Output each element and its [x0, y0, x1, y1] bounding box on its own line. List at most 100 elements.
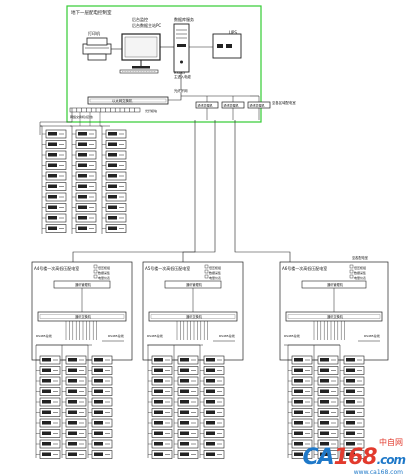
meter-device: [45, 224, 67, 233]
meter-screen: [294, 379, 303, 383]
meter-screen: [294, 410, 303, 414]
meter-device: [343, 376, 365, 386]
meter-device: [45, 140, 67, 149]
meter-screen: [154, 358, 163, 362]
switch-inner: [150, 314, 236, 319]
bus-label-left: RS485总线: [36, 333, 52, 338]
meter-screen: [346, 389, 355, 393]
meter-device: [177, 429, 199, 438]
meter-device: [75, 182, 97, 191]
meter-screen: [78, 174, 87, 178]
meter-screen: [48, 174, 57, 178]
switch-caption: 网络交换机(接线): [70, 114, 93, 119]
meter-device: [177, 418, 199, 428]
meter-screen: [42, 379, 51, 383]
meter-device: [65, 450, 87, 459]
meter-device: [291, 408, 313, 417]
meter-device: [45, 213, 67, 223]
meter-device: [343, 397, 365, 407]
substation-side-label: 数据采集: [354, 270, 366, 275]
server-label: 数据库服务: [174, 16, 194, 22]
meter-device: [177, 355, 199, 365]
meter-screen: [180, 368, 189, 372]
meter-screen: [78, 142, 87, 146]
meter-device: [177, 408, 199, 417]
meter-device: [151, 387, 173, 396]
meter-device: [65, 397, 87, 407]
meter-screen: [154, 452, 163, 456]
gateway-row: 通讯管理机 通讯管理机 通讯管理机: [195, 95, 271, 109]
meter-device: [105, 213, 127, 223]
substation: A4号楼一次高低压配电室低压柜组数据采集电量仪表通讯管理机通讯交换机RS485总…: [31, 261, 133, 459]
meter-screen: [346, 358, 355, 362]
meter-device: [45, 203, 67, 212]
meter-device: [177, 376, 199, 386]
bus-label-right: RS485总线: [219, 333, 235, 338]
meter-device: [39, 439, 61, 449]
meter-device: [343, 418, 365, 428]
meter-screen: [154, 400, 163, 404]
switch-inner: [287, 314, 381, 319]
side-box: [204, 274, 209, 279]
port-strip: [69, 107, 141, 113]
meter-device: [151, 418, 173, 428]
meter-screen: [180, 431, 189, 435]
side-box: [349, 264, 354, 269]
meter-device: [317, 355, 339, 365]
substation: A5号楼一次高低压配电室低压柜组数据采集电量仪表通讯管理机通讯交换机RS485总…: [142, 261, 244, 459]
meter-screen: [48, 153, 57, 157]
meter-screen: [42, 389, 51, 393]
meter-device: [39, 450, 61, 459]
substation-top-note: 至各配电室: [352, 255, 368, 260]
meter-device: [291, 397, 313, 407]
meter-screen: [78, 153, 87, 157]
meter-device: [317, 387, 339, 396]
meter-screen: [294, 358, 303, 362]
meter-screen: [180, 379, 189, 383]
meter-device: [343, 429, 365, 438]
bus-label-left: RS485总线: [284, 333, 300, 338]
meter-device: [203, 355, 225, 365]
meter-device: [291, 418, 313, 428]
meter-screen: [206, 389, 215, 393]
meter-device: [91, 387, 113, 396]
meter-screen: [78, 163, 87, 167]
meter-screen: [94, 389, 103, 393]
meter-screen: [68, 368, 77, 372]
substation-side-label: 低压柜组: [209, 265, 221, 270]
bus-label-left: RS485总线: [147, 333, 163, 338]
meter-screen: [320, 400, 329, 404]
meter-screen: [180, 410, 189, 414]
side-box: [349, 269, 354, 274]
meter-screen: [94, 400, 103, 404]
meter-device: [105, 203, 127, 212]
meter-device: [65, 429, 87, 438]
meter-screen: [320, 410, 329, 414]
meter-device: [105, 150, 127, 160]
bus-label-right: RS485总线: [364, 333, 380, 338]
meter-screen: [68, 379, 77, 383]
meter-device: [75, 140, 97, 149]
substation-side-label: 电量仪表: [354, 275, 366, 280]
meter-device: [91, 397, 113, 407]
meter-device: [177, 366, 199, 375]
meter-device: [39, 429, 61, 438]
meter-screen: [154, 410, 163, 414]
watermark-suffix: .com: [376, 453, 406, 467]
meter-device: [45, 171, 67, 181]
meter-screen: [320, 452, 329, 456]
meter-screen: [48, 226, 57, 230]
meter-device: [75, 203, 97, 212]
meter-device: [291, 387, 313, 396]
meter-screen: [294, 442, 303, 446]
control-room-title: 地下一层配电控制室: [71, 9, 112, 16]
meter-device: [39, 366, 61, 375]
cable-note-2: 主进入电缆: [174, 74, 192, 79]
meter-screen: [78, 195, 87, 199]
substation-switch-label: 通讯交换机: [75, 314, 92, 319]
main-switch-label: 以太网交换机: [112, 98, 133, 103]
side-box: [204, 264, 209, 269]
meter-screen: [294, 421, 303, 425]
meter-device: [105, 224, 127, 233]
